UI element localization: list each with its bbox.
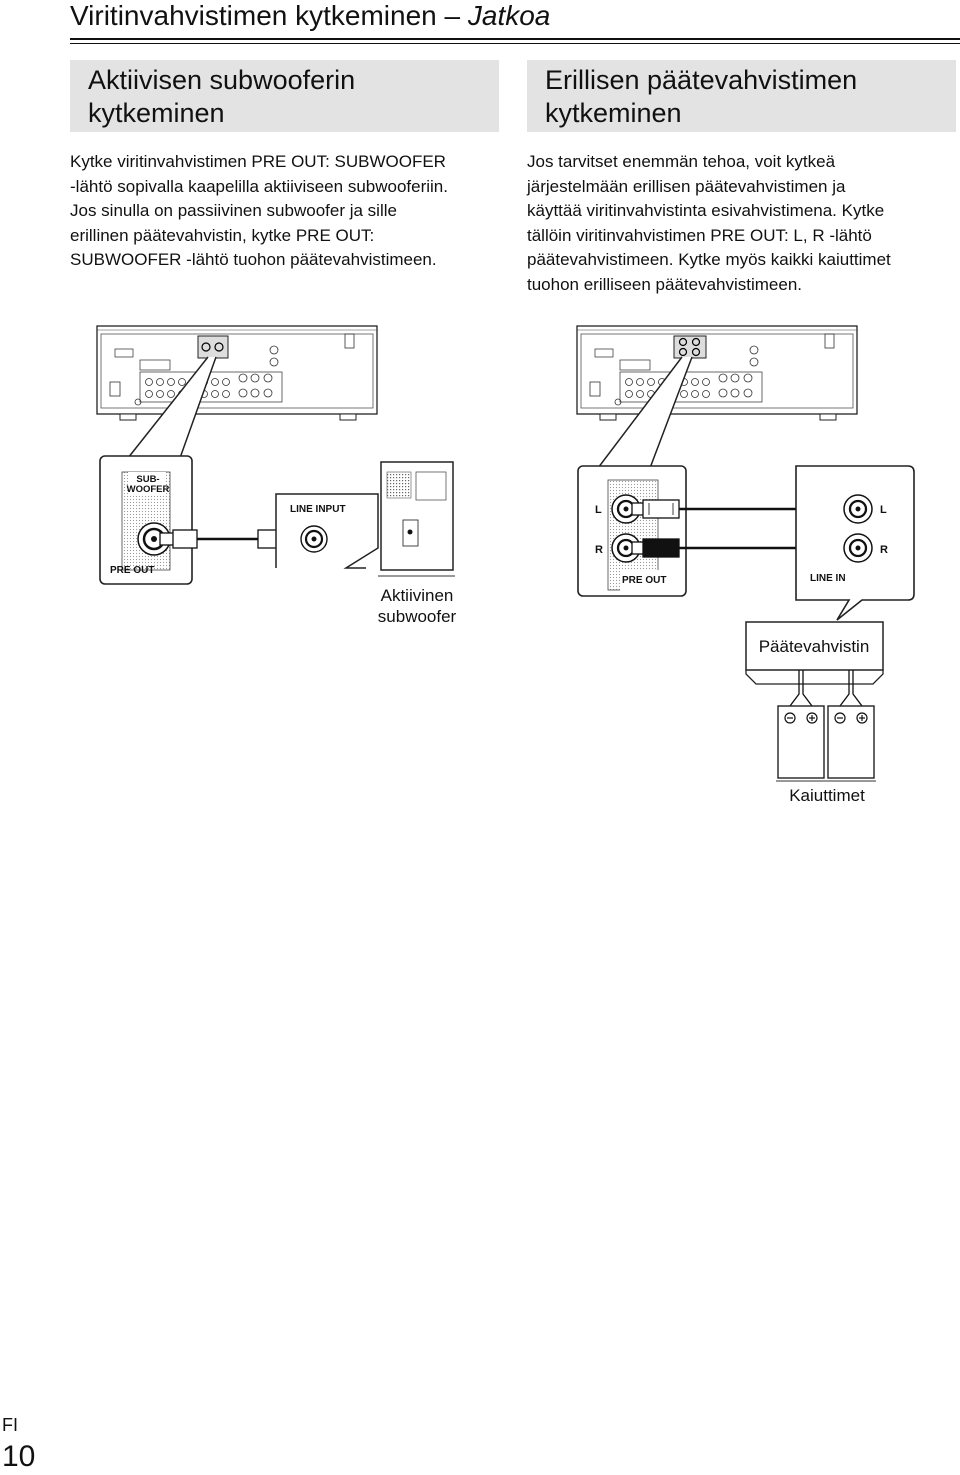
pre-out-lr-panel: L R PRE OUT (577, 465, 687, 597)
active-subwoofer-label-line2: subwoofer (378, 607, 457, 626)
pre-out-l-label-left: L (595, 504, 602, 516)
page-number: 10 (2, 1440, 36, 1473)
right-body-text: Jos tarvitset enemmän tehoa, voit kytkeä… (527, 150, 957, 297)
receiver-rear-panel-right (576, 325, 858, 421)
speaker-right (827, 705, 875, 779)
title-rule (70, 38, 960, 40)
right-body-line: käyttää viritinvahvistinta esivahvistime… (527, 201, 885, 220)
right-heading-line-2: kytkeminen (545, 98, 682, 128)
left-body-line: erillinen päätevahvistin, kytke PRE OUT: (70, 225, 375, 245)
connection-diagram: SUB- WOOFER PRE OUT LINE INPUT Aktiivine… (96, 325, 915, 805)
speaker-left (777, 705, 825, 779)
pre-out-subwoofer-panel: SUB- WOOFER PRE OUT (99, 455, 193, 585)
right-body-line: tuohon erilliseen päätevahvistimeen. (527, 274, 803, 294)
line-input-label: LINE INPUT (290, 504, 346, 515)
right-body-line: päätevahvistimeen. Kytke myös kaikki kai… (527, 250, 891, 269)
line-in-r-label: R (880, 544, 888, 556)
left-body-line: Jos sinulla on passiivinen subwoofer ja … (70, 201, 397, 220)
power-amplifier: Päätevahvistin (745, 621, 884, 685)
line-input-panel: LINE INPUT (275, 493, 379, 569)
left-body-text: Kytke viritinvahvistimen PRE OUT: SUBWOO… (70, 150, 510, 273)
page-title: Viritinvahvistimen kytkeminen – Jatkoa (70, 0, 550, 32)
page-title-separator: – (444, 0, 461, 31)
right-body-line: järjestelmään erillisen päätevahvistimen… (527, 176, 846, 196)
line-in-l-label: L (880, 504, 887, 516)
left-section-heading: Aktiivisen subwooferin kytkeminen (70, 60, 499, 132)
line-in-label: LINE IN (810, 573, 846, 584)
page-title-main: Viritinvahvistimen kytkeminen (70, 0, 437, 31)
pre-out-label-left: PRE OUT (110, 565, 154, 576)
left-heading-line-2: kytkeminen (88, 98, 225, 128)
right-body-line: Jos tarvitset enemmän tehoa, voit kytkeä (527, 152, 836, 171)
power-amp-label: Päätevahvistin (759, 637, 870, 656)
left-heading-line-1: Aktiivisen subwooferin (88, 65, 356, 95)
receiver-rear-panel-left (96, 325, 378, 421)
subwoofer-jack-label-line2: WOOFER (127, 484, 170, 495)
active-subwoofer (378, 461, 455, 577)
active-subwoofer-label-line1: Aktiivinen (381, 586, 454, 605)
left-body-line: Kytke viritinvahvistimen PRE OUT: SUBWOO… (70, 152, 446, 171)
subwoofer-jack-label-line1: SUB- (136, 474, 159, 485)
left-body-line: -lähtö sopivalla kaapelilla aktiiviseen … (70, 176, 448, 196)
left-body-line: SUBWOOFER -lähtö tuohon päätevahvistimee… (70, 250, 437, 269)
right-section-heading: Erillisen päätevahvistimen kytkeminen (527, 60, 956, 132)
page-subtitle: Jatkoa (467, 0, 551, 31)
pre-out-label-right: PRE OUT (622, 575, 666, 586)
speakers-label: Kaiuttimet (789, 786, 865, 805)
right-body-line: tällöin viritinvahvistimen PRE OUT: L, R… (527, 225, 872, 245)
line-in-panel: L R LINE IN (795, 465, 915, 621)
pre-out-r-label-left: R (595, 544, 603, 556)
title-rule-thin (70, 43, 960, 44)
language-code: FI (2, 1415, 18, 1435)
right-heading-line-1: Erillisen päätevahvistimen (545, 65, 858, 95)
